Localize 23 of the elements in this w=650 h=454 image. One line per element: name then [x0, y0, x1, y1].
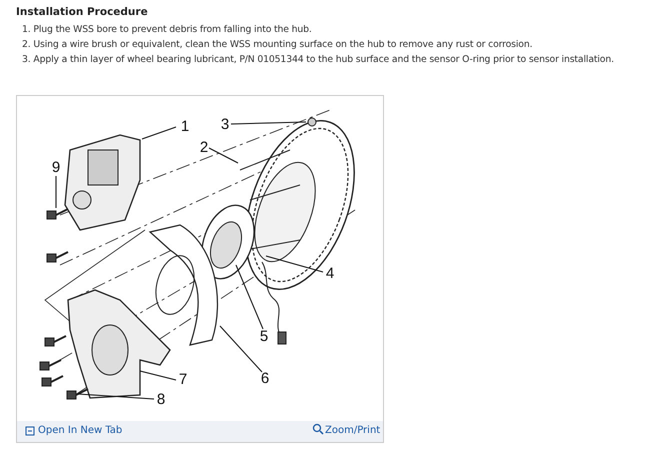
callout-number: 9: [51, 160, 61, 175]
callout-number: 5: [259, 329, 269, 344]
leader-line: [266, 256, 324, 272]
leader-line: [230, 122, 306, 124]
instruction-step: 3. Apply a thin layer of wheel bearing lubricant, P/N 01051344 to the hub surface and the sensor O-ring prior to sensor installation.: [22, 54, 614, 65]
link: Zoom/Print: [325, 425, 380, 436]
heading: Installation Procedure: [16, 6, 148, 18]
callout-number: 1: [180, 119, 190, 134]
callout-number: 7: [178, 372, 188, 387]
leader-line: [142, 126, 176, 140]
callout-number: 2: [199, 140, 209, 155]
instruction-step: 1. Plug the WSS bore to prevent debris from falling into the hub.: [22, 24, 312, 35]
leader-line: [140, 370, 176, 380]
callout-number: 3: [220, 117, 230, 132]
callout-number: 8: [156, 392, 166, 407]
leader-line: [208, 148, 238, 164]
link: Open In New Tab: [38, 425, 122, 436]
callout-number: 6: [260, 371, 270, 386]
callout-number: 4: [325, 266, 335, 281]
leader-line: [220, 326, 262, 372]
leader-line: [78, 394, 154, 400]
leader-line: [236, 264, 264, 330]
instruction-step: 2. Using a wire brush or equivalent, clean the WSS mounting surface on the hub to remove any rust or corrosion.: [22, 39, 532, 50]
